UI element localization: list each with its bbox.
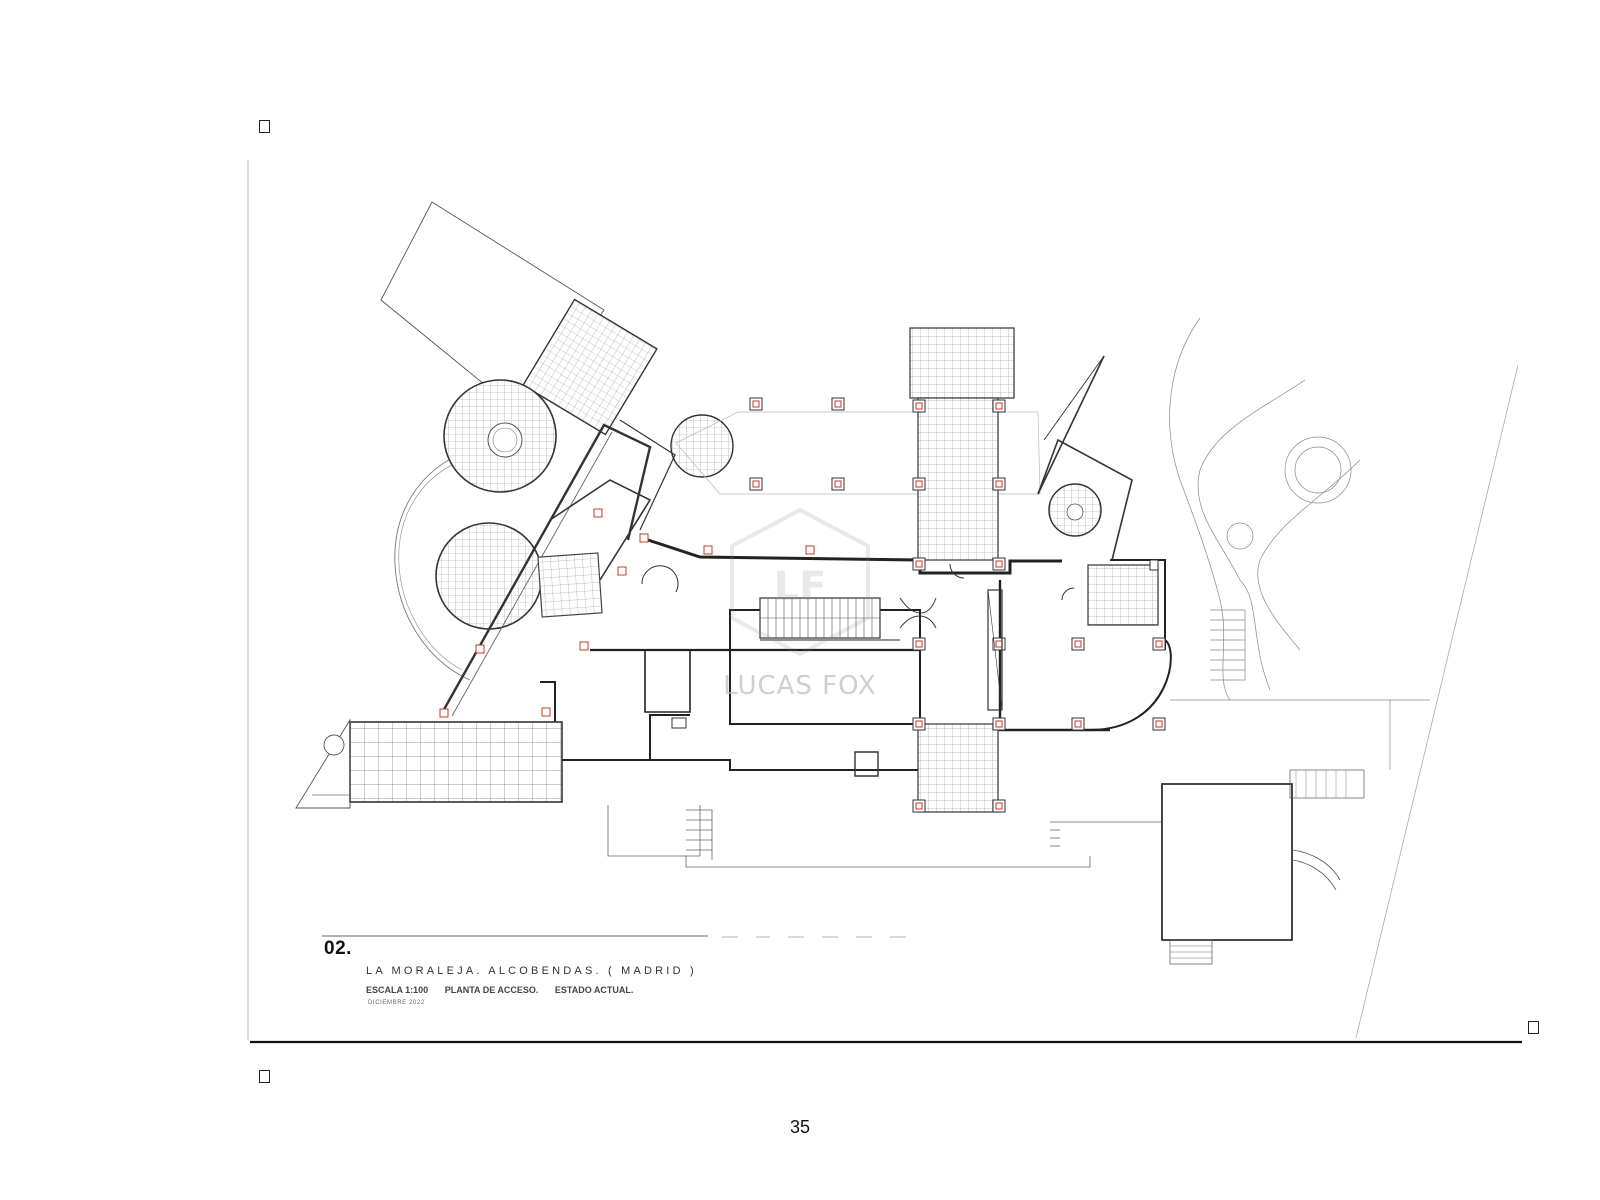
garden-contours xyxy=(1169,317,1430,770)
diagonal-wing xyxy=(440,419,676,717)
plan-status: ESTADO ACTUAL. xyxy=(554,985,634,995)
tiled-walkway xyxy=(909,327,1015,813)
sheet-number: 02. xyxy=(324,938,352,959)
watermark-logo: LF xyxy=(730,507,870,657)
plan-name: PLANTA DE ACCESO. xyxy=(444,985,539,995)
svg-text:LF: LF xyxy=(774,564,827,610)
plan-date: DICIEMBRE 2022 xyxy=(368,1000,425,1006)
scale-label: ESCALA 1:100 xyxy=(366,985,429,995)
outbuilding xyxy=(1161,769,1365,965)
main-house-walls xyxy=(540,536,1172,771)
structural-columns xyxy=(439,397,1166,813)
watermark-brand: LUCAS FOX xyxy=(723,671,877,701)
missing-glyph-box-right xyxy=(1528,1021,1539,1034)
plan-caption: ESCALA 1:100 PLANTA DE ACCESO. ESTADO AC… xyxy=(366,985,647,995)
main-stair xyxy=(759,597,881,639)
round-room-upper xyxy=(443,379,557,493)
site-boundary-line xyxy=(1355,364,1519,1039)
garden-arc xyxy=(394,449,471,681)
doors-and-fixtures xyxy=(641,563,1075,729)
project-title: LA MORALEJA. ALCOBENDAS. ( MADRID ) xyxy=(366,965,697,977)
round-room-small xyxy=(670,414,734,478)
missing-glyph-box-bottom-left xyxy=(259,1070,270,1083)
porch-outline xyxy=(675,411,1041,495)
page-number: 35 xyxy=(789,1117,811,1137)
tiled-square-room xyxy=(522,298,658,436)
right-wing-walls xyxy=(1037,355,1159,626)
lower-tiled-terrace xyxy=(295,718,563,809)
missing-glyph-box-top-left xyxy=(259,120,270,133)
round-room-lower xyxy=(435,522,543,630)
